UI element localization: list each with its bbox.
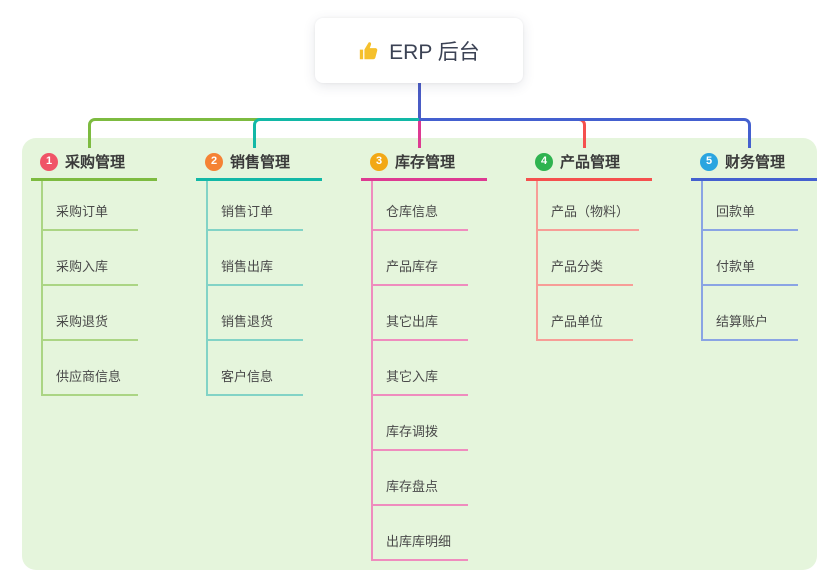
child-node-回款单[interactable]: 回款单 <box>701 203 798 231</box>
root-label: ERP 后台 <box>389 40 480 64</box>
child-node-仓库信息[interactable]: 仓库信息 <box>371 203 468 231</box>
child-node-产品单位[interactable]: 产品单位 <box>536 313 633 341</box>
branch-node-采购管理[interactable]: 1 采购管理 <box>31 145 157 181</box>
child-node-销售退货[interactable]: 销售退货 <box>206 313 303 341</box>
branch-badge-4: 4 <box>535 152 553 171</box>
child-node-出库库明细[interactable]: 出库库明细 <box>371 533 468 561</box>
branch-title: 采购管理 <box>65 154 126 171</box>
branch-connector-5 <box>419 118 751 148</box>
child-spine-line <box>41 178 43 396</box>
branch-title: 销售管理 <box>230 154 291 171</box>
child-node-库存盘点[interactable]: 库存盘点 <box>371 478 468 506</box>
branch-node-销售管理[interactable]: 2 销售管理 <box>196 145 322 181</box>
child-node-其它入库[interactable]: 其它入库 <box>371 368 468 396</box>
branch-title: 库存管理 <box>395 154 456 171</box>
root-stem-line <box>418 83 421 121</box>
child-node-销售订单[interactable]: 销售订单 <box>206 203 303 231</box>
child-node-销售出库[interactable]: 销售出库 <box>206 258 303 286</box>
child-node-结算账户[interactable]: 结算账户 <box>701 313 798 341</box>
branch-connector-3 <box>418 121 421 148</box>
child-spine-line <box>701 178 703 341</box>
child-node-产品分类[interactable]: 产品分类 <box>536 258 633 286</box>
child-node-其它出库[interactable]: 其它出库 <box>371 313 468 341</box>
child-node-采购入库[interactable]: 采购入库 <box>41 258 138 286</box>
child-spine-line <box>536 178 538 341</box>
child-node-付款单[interactable]: 付款单 <box>701 258 798 286</box>
branch-badge-3: 3 <box>370 152 388 171</box>
branch-node-库存管理[interactable]: 3 库存管理 <box>361 145 487 181</box>
branch-badge-1: 1 <box>40 152 58 171</box>
root-node[interactable]: ERP 后台 <box>315 18 523 83</box>
child-node-供应商信息[interactable]: 供应商信息 <box>41 368 138 396</box>
branch-badge-5: 5 <box>700 152 718 171</box>
branch-connector-2 <box>253 118 420 148</box>
thumbs-up-icon <box>358 40 380 62</box>
branch-title: 财务管理 <box>725 154 786 171</box>
branches-panel <box>22 138 817 570</box>
child-spine-line <box>371 178 373 561</box>
branch-node-产品管理[interactable]: 4 产品管理 <box>526 145 652 181</box>
child-node-采购订单[interactable]: 采购订单 <box>41 203 138 231</box>
child-node-客户信息[interactable]: 客户信息 <box>206 368 303 396</box>
branch-node-财务管理[interactable]: 5 财务管理 <box>691 145 817 181</box>
child-node-库存调拨[interactable]: 库存调拨 <box>371 423 468 451</box>
child-spine-line <box>206 178 208 396</box>
branch-title: 产品管理 <box>560 154 621 171</box>
child-node-采购退货[interactable]: 采购退货 <box>41 313 138 341</box>
child-node-产品（物料）[interactable]: 产品（物料） <box>536 203 640 231</box>
child-node-产品库存[interactable]: 产品库存 <box>371 258 468 286</box>
branch-badge-2: 2 <box>205 152 223 171</box>
